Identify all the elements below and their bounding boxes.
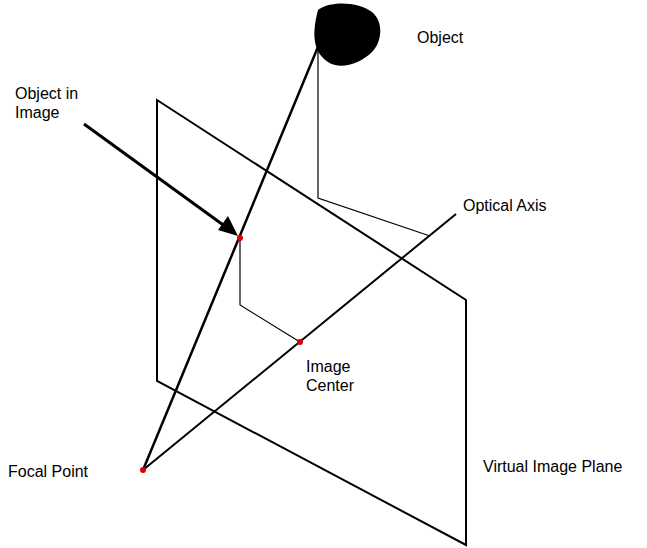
arrowhead xyxy=(218,216,238,236)
plane-label: Virtual Image Plane xyxy=(483,457,643,476)
callout-arrow xyxy=(84,124,226,227)
image-point-dot xyxy=(237,235,243,241)
object-projection-line xyxy=(318,50,430,236)
image-projection-line xyxy=(240,238,300,342)
focal-point-dot xyxy=(140,467,146,473)
callout-label: Object in Image xyxy=(15,84,100,122)
projection-ray xyxy=(143,42,320,470)
image-center-dot xyxy=(297,339,303,345)
axis-label: Optical Axis xyxy=(463,196,633,215)
center-label: Image Center xyxy=(306,357,368,395)
optical-axis-line xyxy=(143,214,456,470)
object-label: Object xyxy=(417,28,537,47)
focal-label: Focal Point xyxy=(8,462,128,481)
object-blob xyxy=(314,3,380,65)
